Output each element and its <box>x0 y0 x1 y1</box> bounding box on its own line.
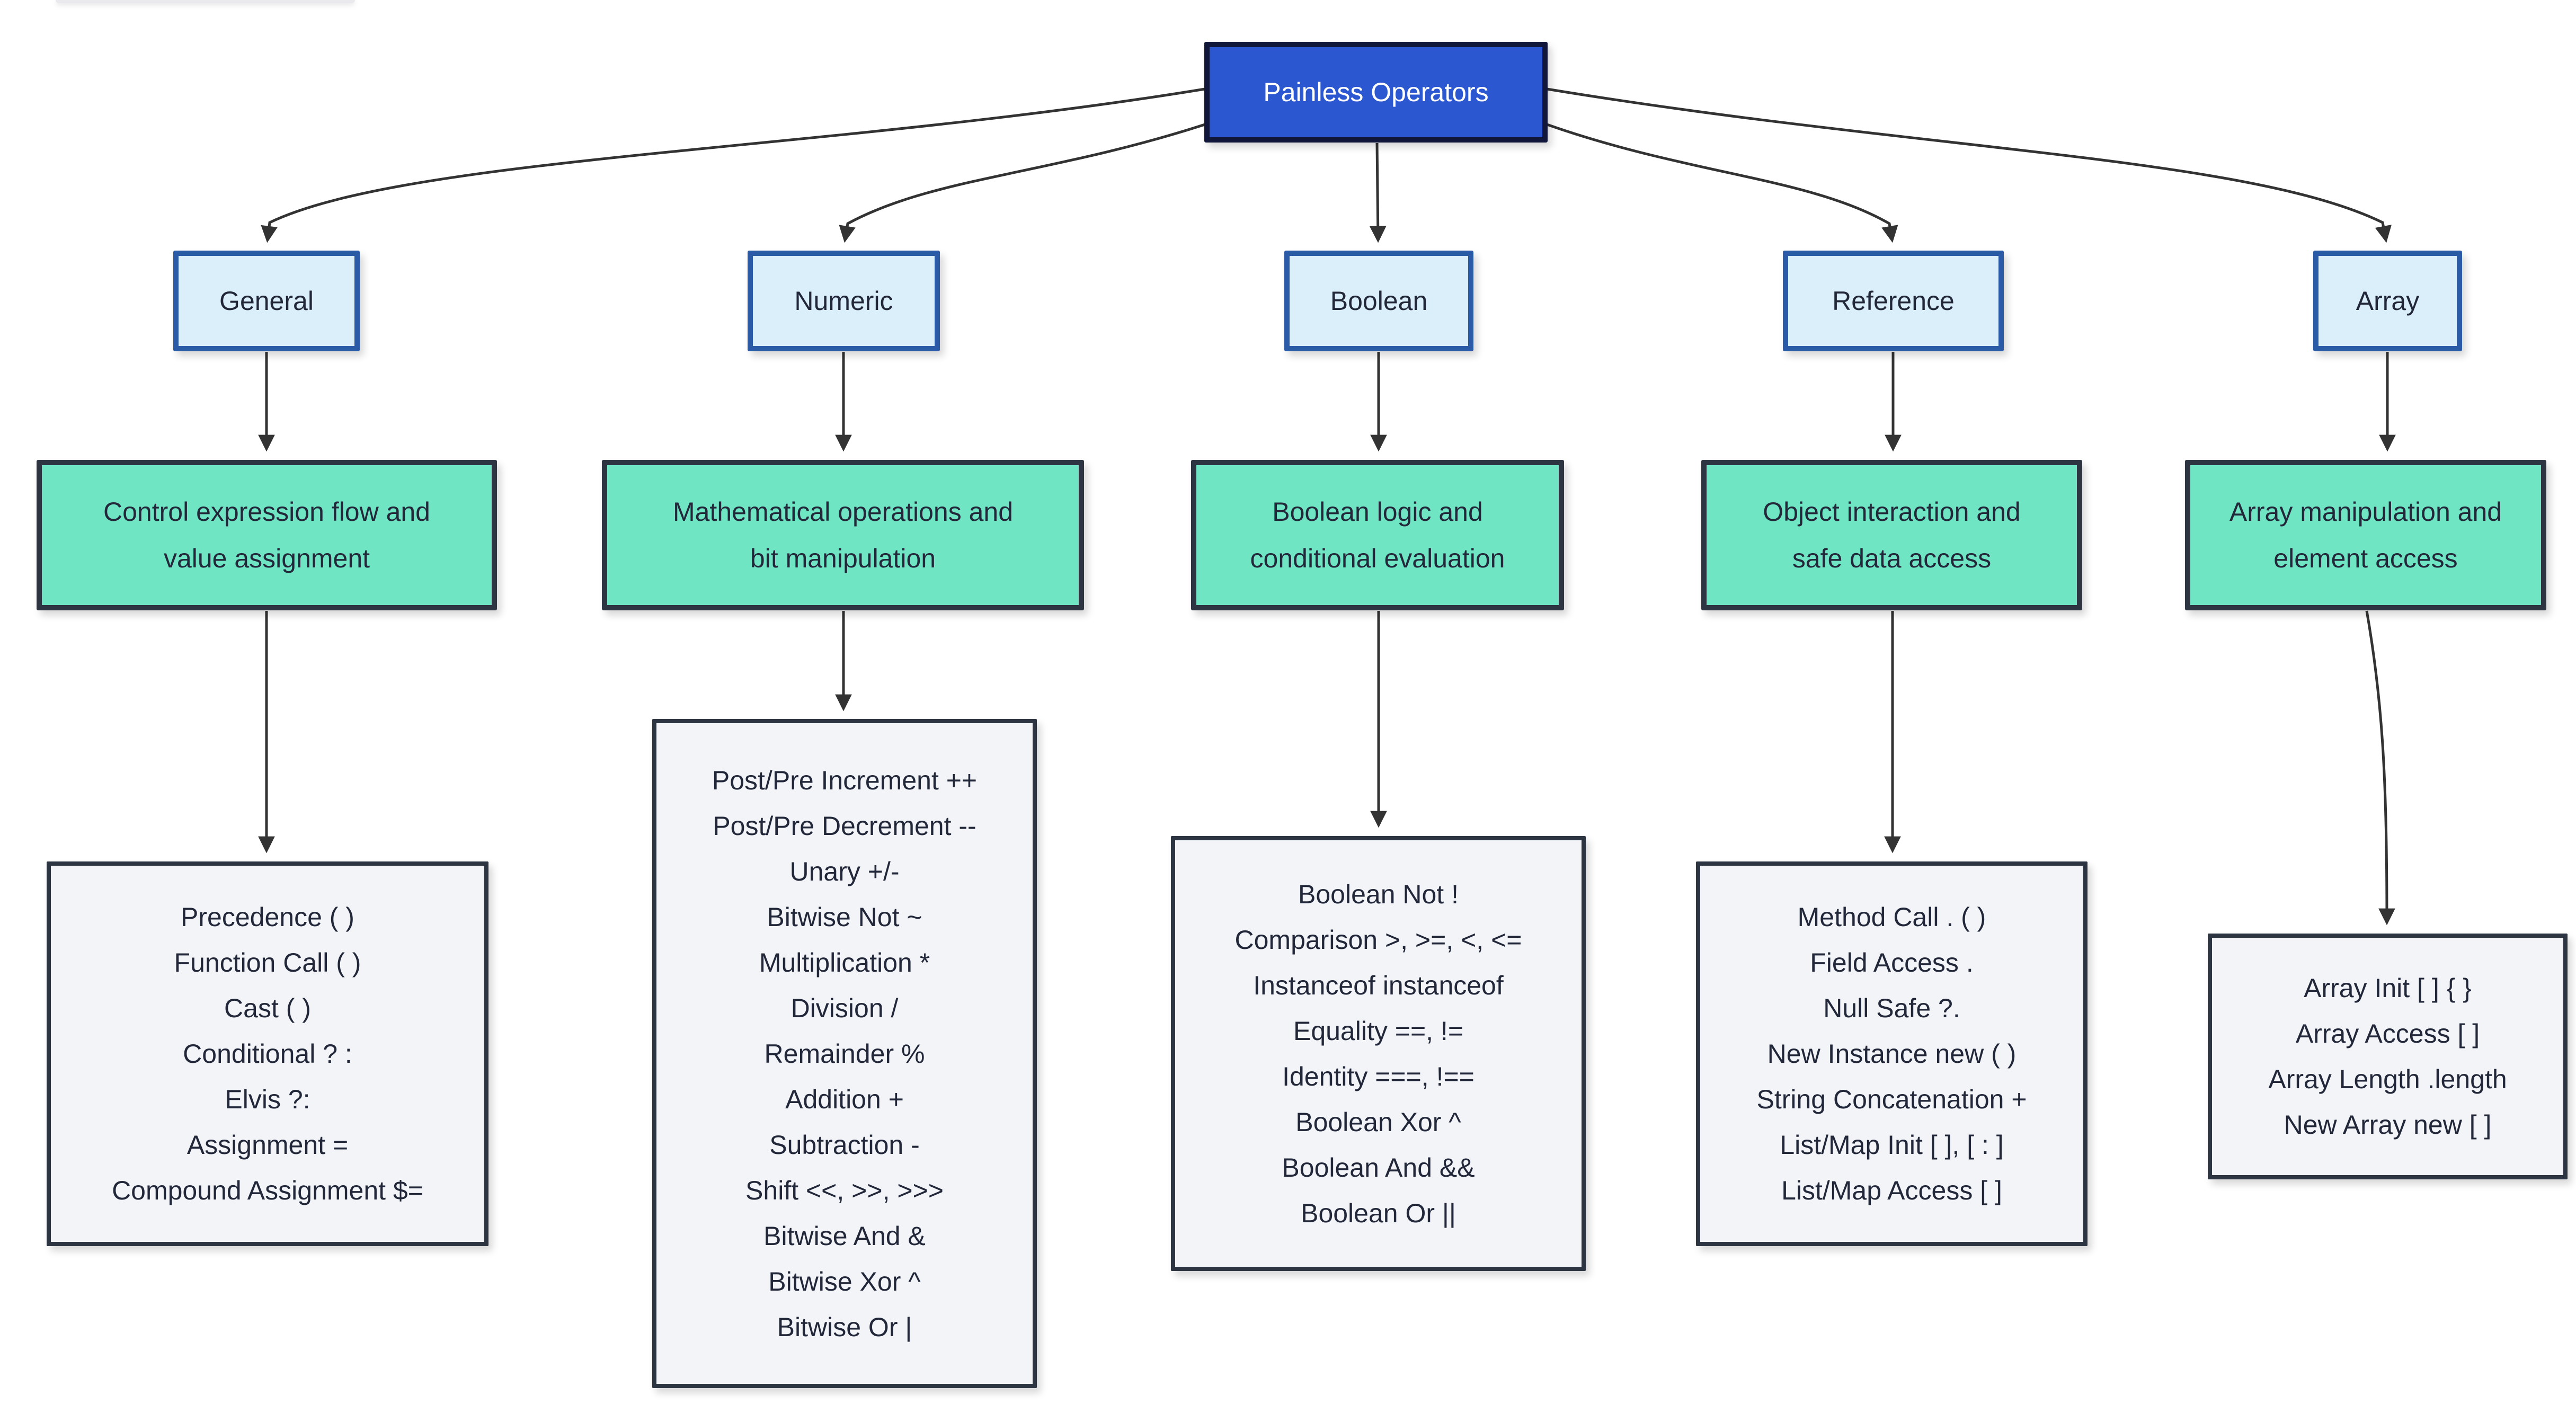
description-line: Array manipulation and <box>2229 497 2502 527</box>
description-line: bit manipulation <box>750 544 936 573</box>
operator-line: String Concatenation + <box>1756 1085 2027 1114</box>
category-label: Reference <box>1832 286 1955 316</box>
operator-line: Boolean Or || <box>1301 1198 1456 1228</box>
operator-line: Subtraction - <box>769 1130 920 1160</box>
node-details-boolean: Boolean Not ! Comparison >, >=, <, <= In… <box>1171 836 1586 1271</box>
node-category-general: General <box>173 251 360 351</box>
operator-line: Method Call . ( ) <box>1797 902 1986 932</box>
operator-line: Post/Pre Decrement -- <box>713 811 976 841</box>
operator-line: Array Length .length <box>2268 1064 2507 1094</box>
operator-line: List/Map Access [ ] <box>1781 1176 2002 1205</box>
category-label: Array <box>2356 286 2420 316</box>
operator-line: Post/Pre Increment ++ <box>712 765 978 795</box>
operator-line: Boolean Xor ^ <box>1295 1107 1461 1137</box>
node-details-numeric: Post/Pre Increment ++ Post/Pre Decrement… <box>652 719 1037 1388</box>
node-description-general: Control expression flow and value assign… <box>37 460 497 610</box>
operator-line: Shift <<, >>, >>> <box>745 1175 944 1205</box>
description-line: safe data access <box>1792 544 1992 573</box>
operator-line: Equality ==, != <box>1293 1016 1464 1046</box>
edge-desc-to-array-details <box>2365 610 2395 926</box>
category-label: Numeric <box>794 286 893 316</box>
operator-line: Compound Assignment $= <box>112 1176 423 1205</box>
node-category-reference: Reference <box>1783 251 2004 351</box>
cropped-ui-artifact <box>56 0 355 3</box>
operator-line: List/Map Init [ ], [ : ] <box>1780 1130 2004 1160</box>
edge-root-to-array <box>1547 87 2392 243</box>
operator-line: Array Init [ ] { } <box>2304 973 2472 1003</box>
operator-line: Bitwise Or | <box>777 1312 912 1342</box>
operator-line: Remainder % <box>764 1038 925 1069</box>
operator-line: Assignment = <box>186 1130 349 1160</box>
operator-line: Null Safe ?. <box>1823 993 1960 1023</box>
node-category-boolean: Boolean <box>1284 251 1473 351</box>
operator-line: Division / <box>790 993 899 1023</box>
edge-root-to-boolean <box>1369 143 1387 243</box>
node-description-reference: Object interaction and safe data access <box>1701 460 2082 610</box>
operator-line: Comparison >, >=, <, <= <box>1234 925 1522 955</box>
operator-line: Bitwise Not ~ <box>767 902 922 932</box>
node-details-array: Array Init [ ] { } Array Access [ ] Arra… <box>2208 934 2568 1179</box>
operator-line: Cast ( ) <box>224 993 311 1023</box>
operator-line: Precedence ( ) <box>181 902 354 932</box>
description-line: Boolean logic and <box>1272 497 1483 527</box>
description-line: value assignment <box>163 544 370 573</box>
operator-line: Field Access . <box>1810 948 1974 978</box>
node-description-array: Array manipulation and element access <box>2185 460 2546 610</box>
node-category-numeric: Numeric <box>748 251 940 351</box>
description-line: Object interaction and <box>1763 497 2021 527</box>
operator-line: Function Call ( ) <box>174 948 361 978</box>
operator-line: Bitwise Xor ^ <box>768 1266 921 1296</box>
operator-line: Conditional ? : <box>183 1039 352 1069</box>
category-label: Boolean <box>1330 286 1428 316</box>
description-line: element access <box>2273 544 2458 573</box>
operator-line: Boolean And && <box>1282 1152 1475 1183</box>
description-line: Mathematical operations and <box>672 497 1014 527</box>
operator-line: Boolean Not ! <box>1298 879 1459 909</box>
node-description-boolean: Boolean logic and conditional evaluation <box>1191 460 1564 610</box>
node-details-general: Precedence ( ) Function Call ( ) Cast ( … <box>47 861 488 1246</box>
edge-root-to-numeric <box>839 123 1205 243</box>
operator-line: New Instance new ( ) <box>1767 1039 2017 1069</box>
description-line: conditional evaluation <box>1250 544 1505 573</box>
edge-root-to-general <box>261 87 1205 243</box>
operator-line: Instanceof instanceof <box>1253 970 1504 1000</box>
operator-line: Bitwise And & <box>763 1221 926 1251</box>
node-category-array: Array <box>2313 251 2462 351</box>
root-label: Painless Operators <box>1263 77 1489 107</box>
operator-line: Elvis ?: <box>225 1085 310 1114</box>
category-label: General <box>219 286 314 316</box>
node-root-painless-operators: Painless Operators <box>1204 42 1548 143</box>
operator-line: New Array new [ ] <box>2284 1110 2492 1140</box>
node-description-numeric: Mathematical operations and bit manipula… <box>602 460 1084 610</box>
operator-line: Multiplication * <box>759 947 930 978</box>
description-line: Control expression flow and <box>103 497 430 527</box>
node-details-reference: Method Call . ( ) Field Access . Null Sa… <box>1696 861 2088 1246</box>
edge-root-to-reference <box>1547 123 1898 243</box>
operator-line: Identity ===, !== <box>1282 1061 1474 1091</box>
operator-line: Addition + <box>785 1084 904 1114</box>
operator-line: Unary +/- <box>789 856 900 886</box>
operator-line: Array Access [ ] <box>2295 1019 2480 1048</box>
